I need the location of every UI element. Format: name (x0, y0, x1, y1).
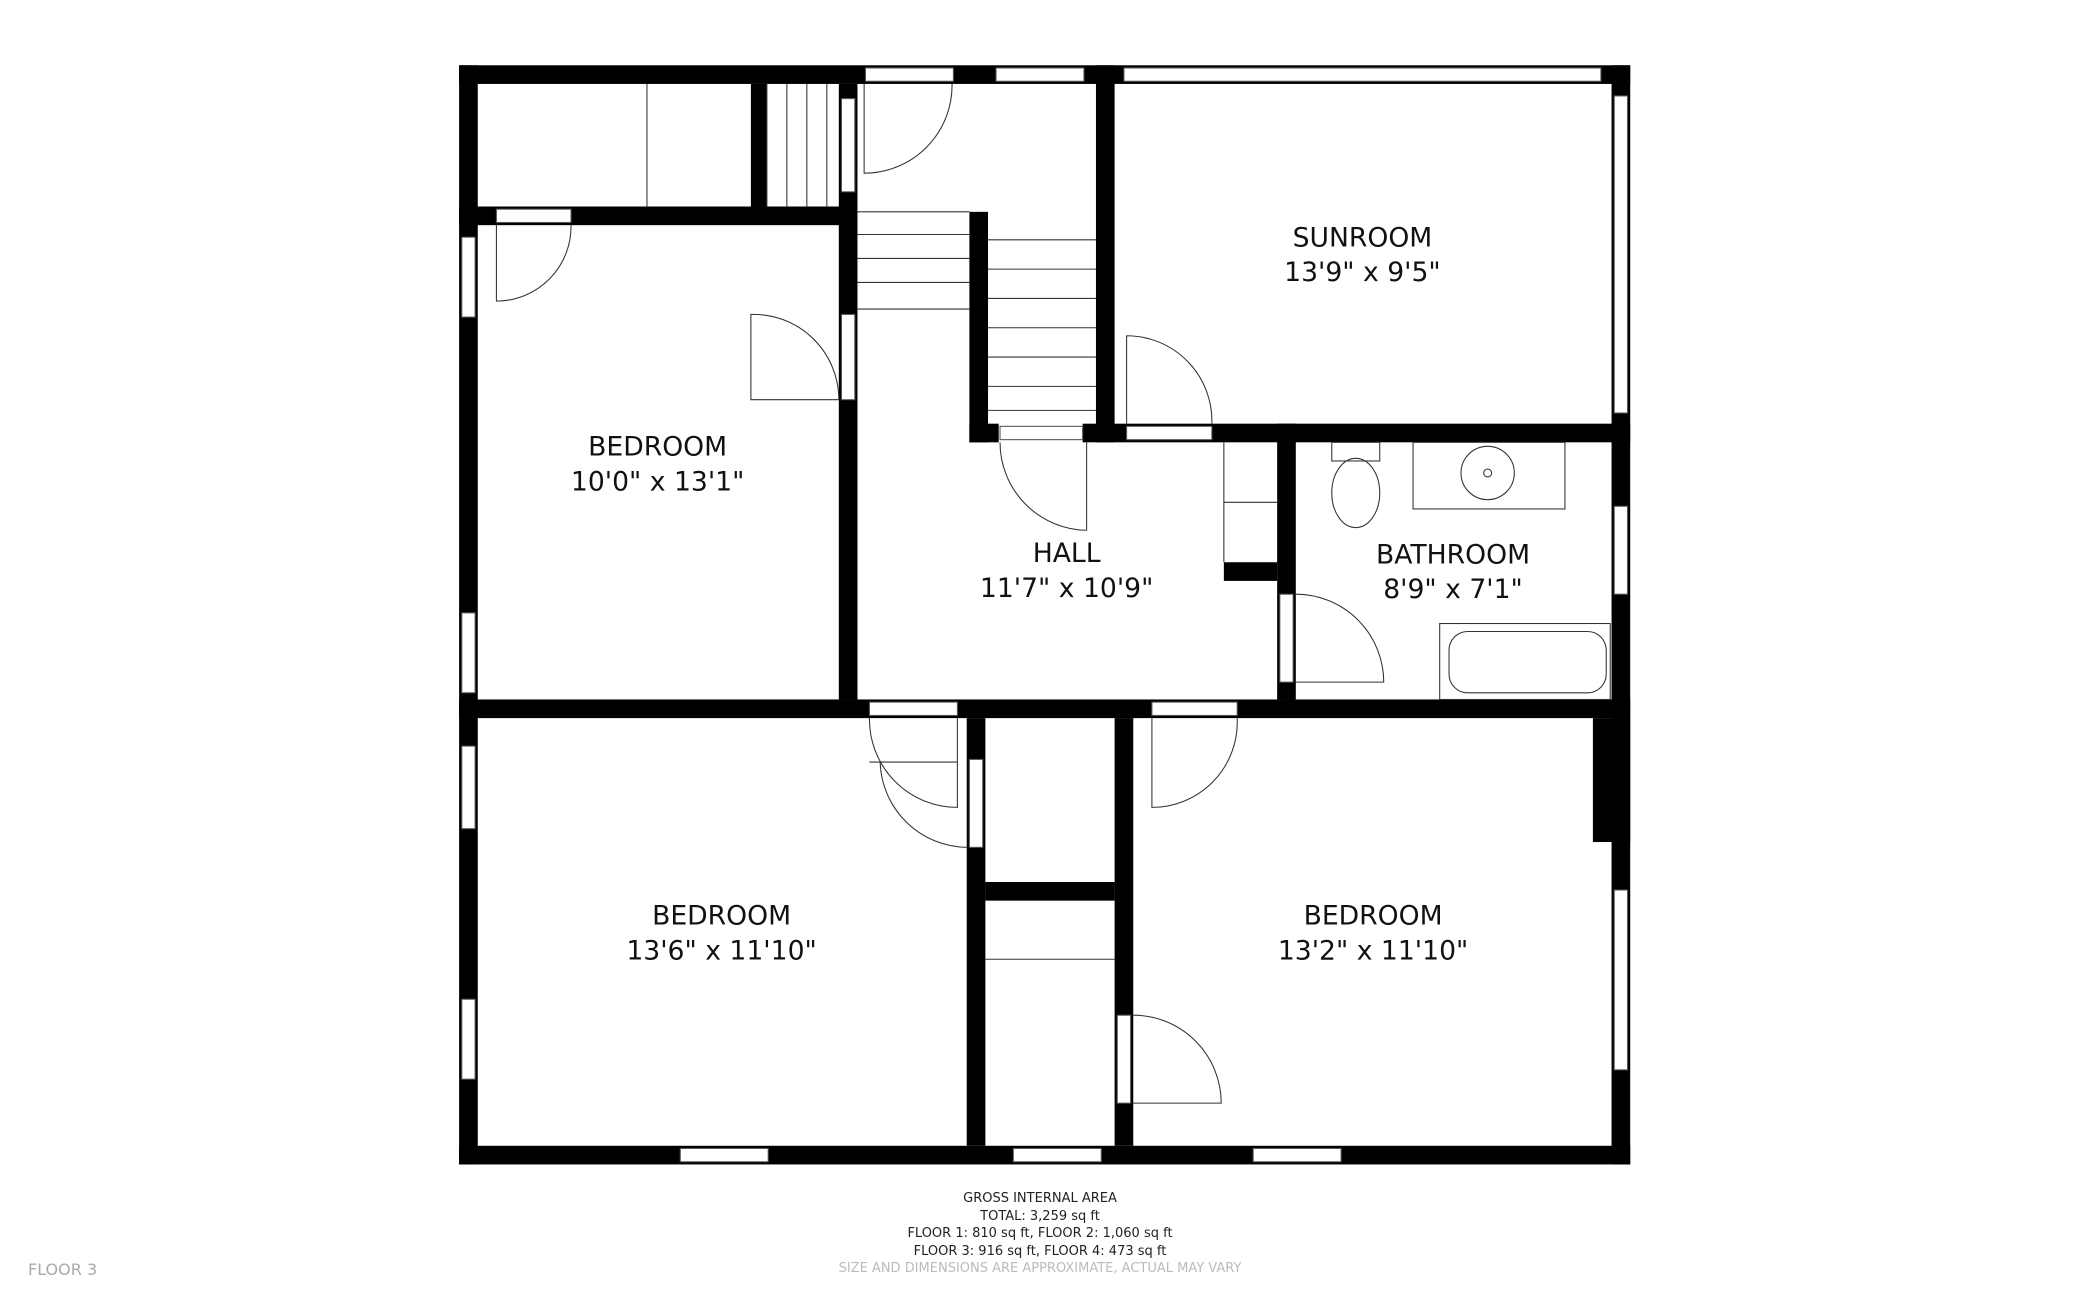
room-name: BEDROOM (588, 432, 727, 463)
walls (459, 65, 1631, 1165)
room-labels: SUNROOM 13'9" x 9'5" BEDROOM 10'0" x 13'… (571, 222, 1530, 966)
area-title: GROSS INTERNAL AREA (963, 1191, 1117, 1206)
bathroom-fixtures (1331, 441, 1611, 700)
area-floors-3-4: FLOOR 3: 916 sq ft, FLOOR 4: 473 sq ft (913, 1243, 1167, 1259)
floor-label: FLOOR 3 (28, 1260, 98, 1279)
room-name: BATHROOM (1376, 540, 1530, 571)
gross-area-summary: GROSS INTERNAL AREA TOTAL: 3,259 sq ft F… (0, 1190, 2080, 1278)
area-total: TOTAL: 3,259 sq ft (980, 1208, 1100, 1224)
area-floors-1-2: FLOOR 1: 810 sq ft, FLOOR 2: 1,060 sq ft (907, 1226, 1173, 1241)
room-dimensions: 11'7" x 10'9" (980, 573, 1153, 604)
room-name: SUNROOM (1293, 222, 1433, 253)
room-dimensions: 10'0" x 13'1" (571, 466, 744, 497)
stairs (646, 83, 1278, 960)
doors (495, 83, 1385, 1104)
room-name: HALL (1033, 538, 1101, 569)
room-dimensions: 8'9" x 7'1" (1383, 574, 1523, 605)
windows (461, 67, 1629, 1163)
room-dimensions: 13'9" x 9'5" (1284, 257, 1441, 288)
room-dimensions: 13'6" x 11'10" (626, 935, 816, 966)
room-name: BEDROOM (1304, 901, 1443, 932)
room-dimensions: 13'2" x 11'10" (1278, 935, 1468, 966)
room-name: BEDROOM (652, 901, 791, 932)
disclaimer: SIZE AND DIMENSIONS ARE APPROXIMATE, ACT… (838, 1261, 1242, 1276)
